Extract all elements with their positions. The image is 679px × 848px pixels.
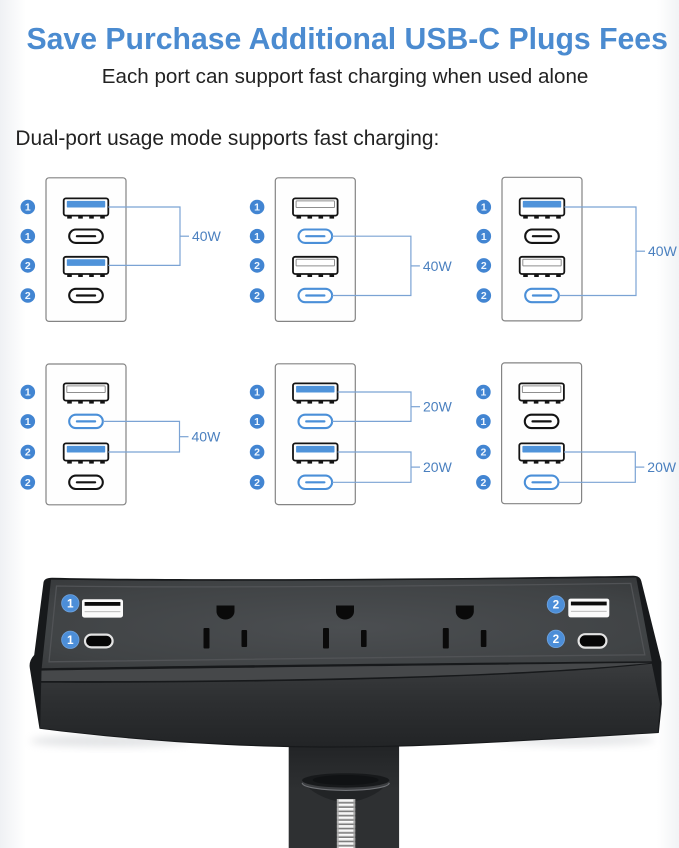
svg-text:1: 1 [481, 231, 487, 243]
svg-text:40W: 40W [648, 243, 678, 259]
svg-text:1: 1 [254, 202, 260, 214]
svg-text:2: 2 [553, 598, 560, 612]
svg-text:1: 1 [481, 202, 487, 214]
svg-text:2: 2 [25, 447, 31, 459]
svg-text:2: 2 [254, 477, 260, 489]
svg-text:40W: 40W [423, 258, 453, 274]
svg-text:20W: 20W [647, 459, 677, 475]
svg-text:2: 2 [480, 447, 486, 459]
svg-text:2: 2 [25, 290, 31, 302]
svg-text:1: 1 [25, 202, 31, 214]
svg-text:1: 1 [254, 231, 260, 243]
svg-text:20W: 20W [423, 399, 453, 415]
svg-text:1: 1 [25, 387, 31, 399]
svg-text:2: 2 [25, 260, 31, 272]
svg-text:1: 1 [67, 597, 74, 611]
svg-text:2: 2 [25, 477, 31, 489]
svg-text:20W: 20W [423, 459, 453, 475]
svg-text:1: 1 [67, 633, 74, 647]
svg-text:2: 2 [254, 290, 260, 302]
svg-text:2: 2 [481, 290, 487, 302]
svg-text:2: 2 [553, 632, 560, 646]
svg-text:1: 1 [25, 231, 31, 243]
svg-text:1: 1 [254, 387, 260, 399]
svg-text:2: 2 [481, 260, 487, 272]
svg-text:1: 1 [25, 416, 31, 428]
svg-text:1: 1 [254, 416, 260, 428]
svg-text:1: 1 [480, 387, 486, 399]
svg-text:40W: 40W [192, 429, 222, 445]
svg-text:1: 1 [480, 416, 486, 428]
svg-text:2: 2 [254, 260, 260, 272]
svg-text:2: 2 [254, 447, 260, 459]
svg-text:40W: 40W [192, 228, 222, 244]
svg-text:2: 2 [480, 477, 486, 489]
